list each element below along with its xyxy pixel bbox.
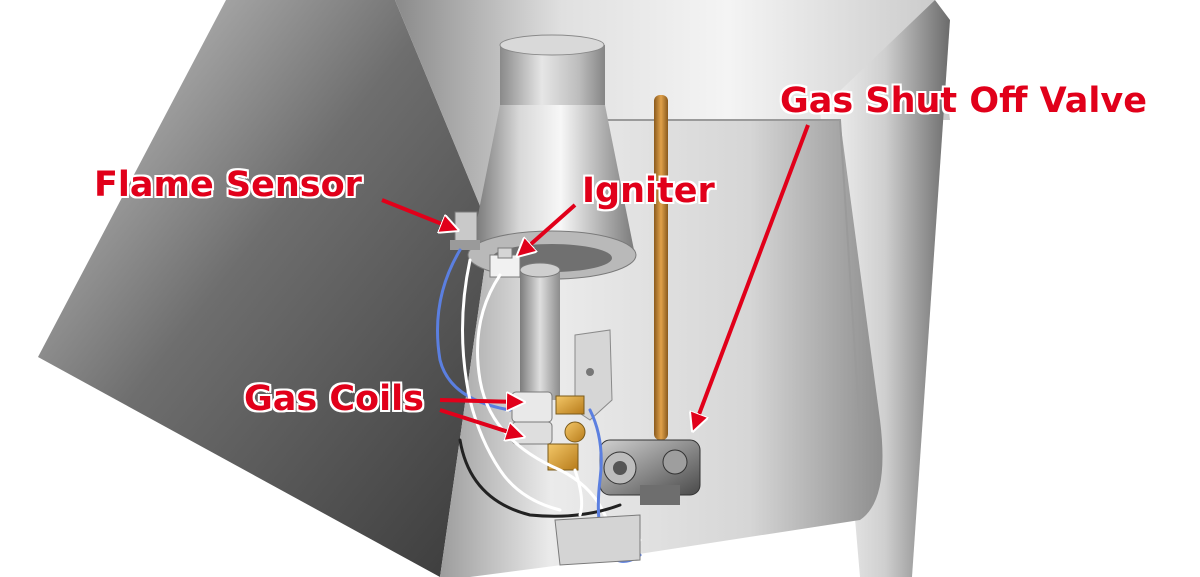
igniter-part [489, 247, 521, 278]
flame-sensor-arrow [381, 198, 452, 228]
gas-valve-arrow [695, 124, 810, 425]
gas-coils-label: Gas Coils [244, 379, 424, 419]
igniter-arrow [522, 203, 577, 252]
flame-sensor-part [450, 211, 480, 250]
gas-shut-off-valve-label: Gas Shut Off Valve [780, 81, 1147, 121]
callout-arrows [381, 124, 810, 435]
gas-coils-arrow-lower [439, 408, 518, 435]
gas-coils-arrow-upper [439, 400, 518, 402]
gas-pipe [654, 95, 668, 440]
flame-sensor-label: Flame Sensor [94, 165, 362, 205]
cabinet-left-panel [38, 0, 490, 577]
burner-tube [519, 262, 561, 400]
gas-valve-body [599, 439, 701, 505]
burner-cylinder [499, 34, 605, 115]
bottom-bracket [554, 514, 641, 566]
igniter-label: Igniter [582, 171, 715, 211]
